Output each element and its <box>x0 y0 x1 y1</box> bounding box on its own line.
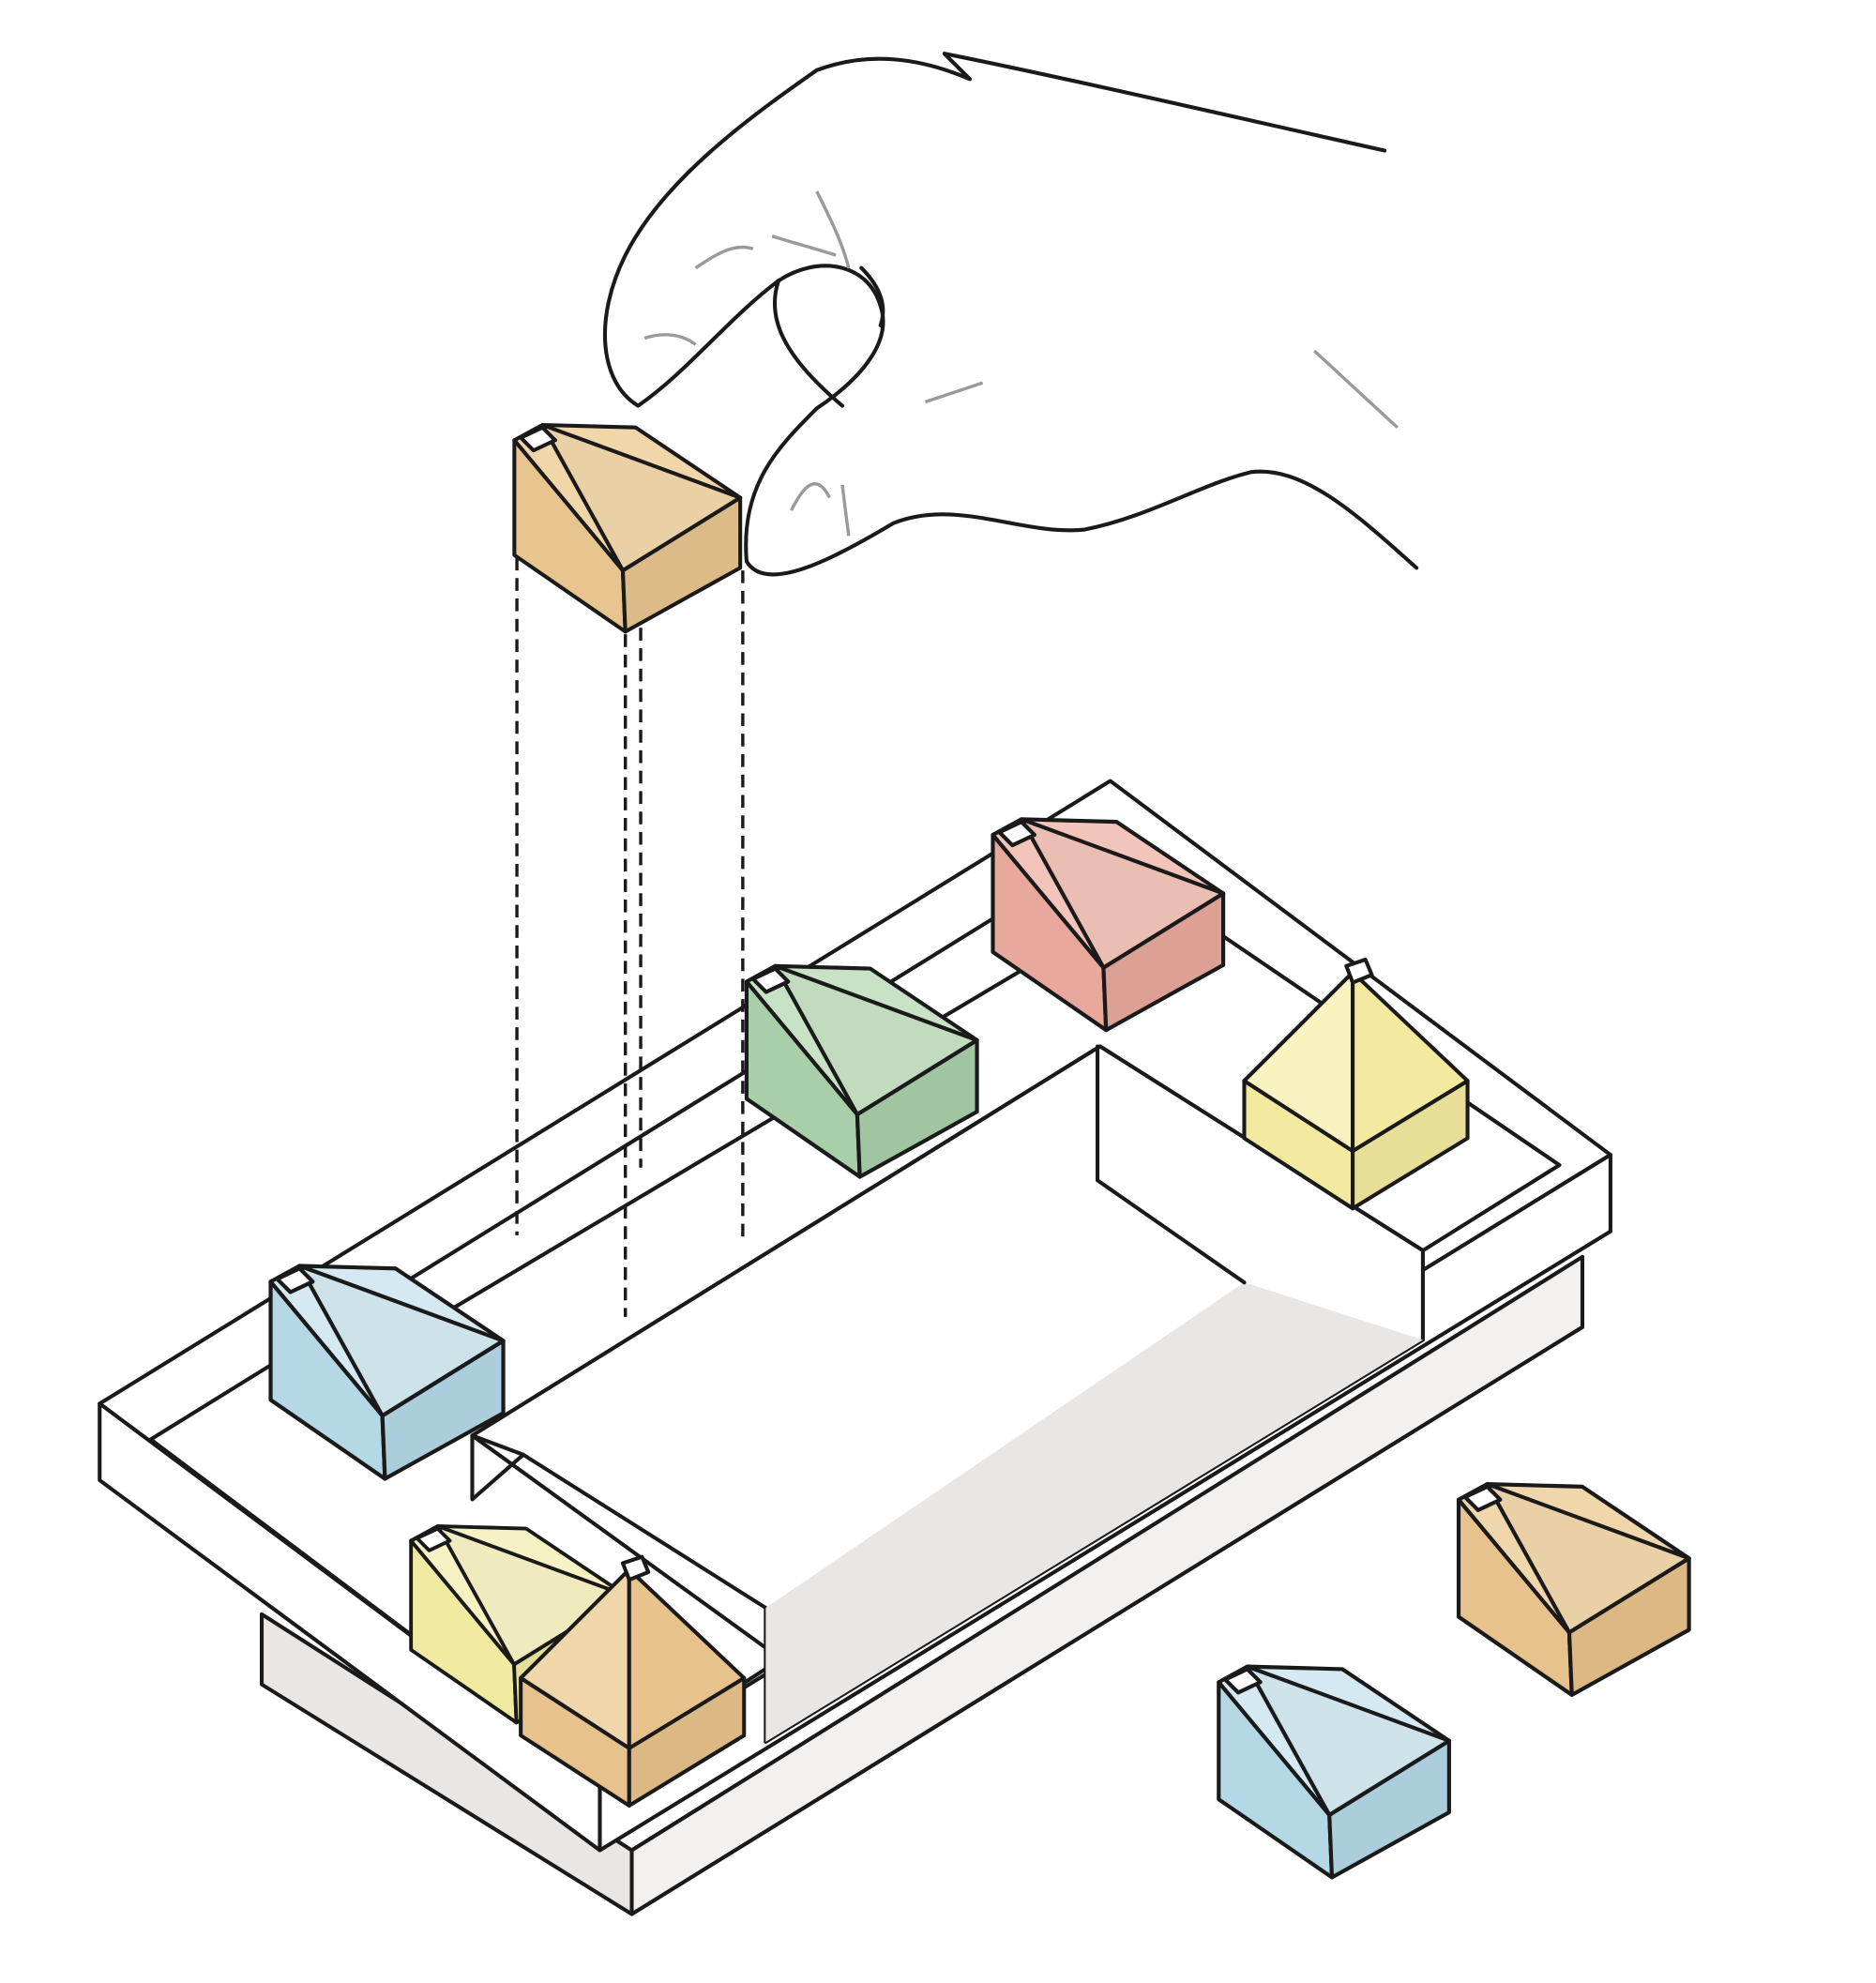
block-roof-front <box>1485 1482 1691 1635</box>
block-red <box>991 817 1226 1033</box>
block-roof-cap <box>997 820 1036 848</box>
block-roof-front <box>1245 1664 1451 1817</box>
block-roof-cap <box>750 966 791 994</box>
block-roof-front <box>540 422 743 573</box>
block-green <box>744 963 979 1179</box>
block-roof-cap <box>519 425 557 453</box>
block-yellow-pyramid <box>1242 957 1470 1211</box>
block-orange <box>519 1554 747 1808</box>
block-blue <box>268 1264 506 1481</box>
block-roof-cap <box>275 1266 315 1294</box>
hand <box>602 52 1419 577</box>
block-roof-right <box>627 1567 747 1750</box>
tray-base <box>259 1254 1585 1916</box>
block-held-orange <box>512 422 743 634</box>
block-roof-cap <box>620 1554 651 1582</box>
block-roof-cap <box>415 1526 452 1552</box>
block-roof-cap <box>1462 1484 1503 1512</box>
block-roof-front <box>297 1264 506 1418</box>
block-roof-cap <box>1344 957 1374 985</box>
block-roof-front <box>773 963 979 1117</box>
block-roof-cap <box>1223 1667 1263 1695</box>
blocks <box>268 422 1691 1880</box>
drop-guide-lines <box>515 557 745 1317</box>
block-roof-front <box>1019 817 1226 970</box>
block-loose-blue <box>1217 1664 1451 1880</box>
block-roof-right <box>1351 970 1470 1154</box>
block-loose-orange <box>1456 1482 1691 1697</box>
